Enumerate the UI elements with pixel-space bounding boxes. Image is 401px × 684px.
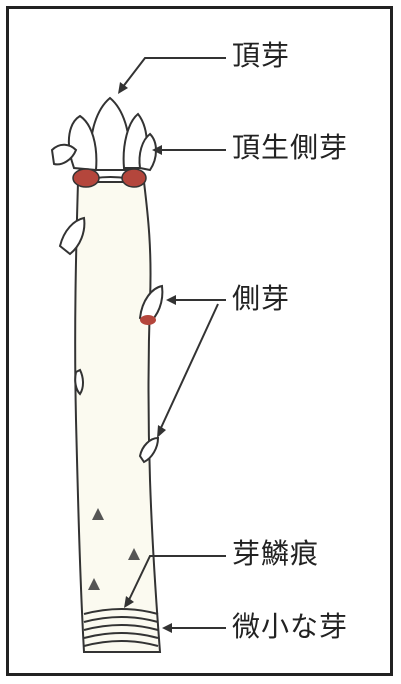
- label-lateral-bud: 側芽: [232, 282, 291, 315]
- apical-lateral-bud-left: [50, 143, 78, 166]
- bud-scale-scar-1: [92, 508, 104, 520]
- bud-scale-scar-2: [128, 548, 140, 560]
- lateral-bud-lower-right: [138, 436, 160, 464]
- leader-lateral-bud-b: [159, 303, 219, 431]
- label-bud-scale-scar: 芽鱗痕: [232, 537, 320, 570]
- leader-arrowheads: [118, 82, 176, 633]
- leader-lines: [121, 57, 226, 629]
- label-terminal-bud: 頂芽: [232, 39, 291, 72]
- leader-bud-scale-scar: [127, 555, 226, 603]
- minute-buds-bands: [83, 608, 159, 647]
- red-scar-left: [72, 168, 100, 188]
- lateral-bud-upper-left: [58, 216, 86, 256]
- lateral-bud-small-left: [74, 368, 84, 396]
- bud-scale-scar-3: [88, 578, 100, 590]
- leader-terminal-bud: [121, 57, 226, 89]
- terminal-bud-scale-left: [67, 114, 98, 172]
- diagram-frame: [6, 6, 393, 676]
- apical-lateral-bud-right: [138, 132, 157, 172]
- stem: [74, 181, 162, 653]
- red-scar-right: [121, 168, 147, 188]
- label-minute-bud: 微小な芽: [232, 610, 349, 643]
- red-scar-lateral: [140, 315, 156, 325]
- label-apical-lateral-bud: 頂生側芽: [232, 131, 349, 164]
